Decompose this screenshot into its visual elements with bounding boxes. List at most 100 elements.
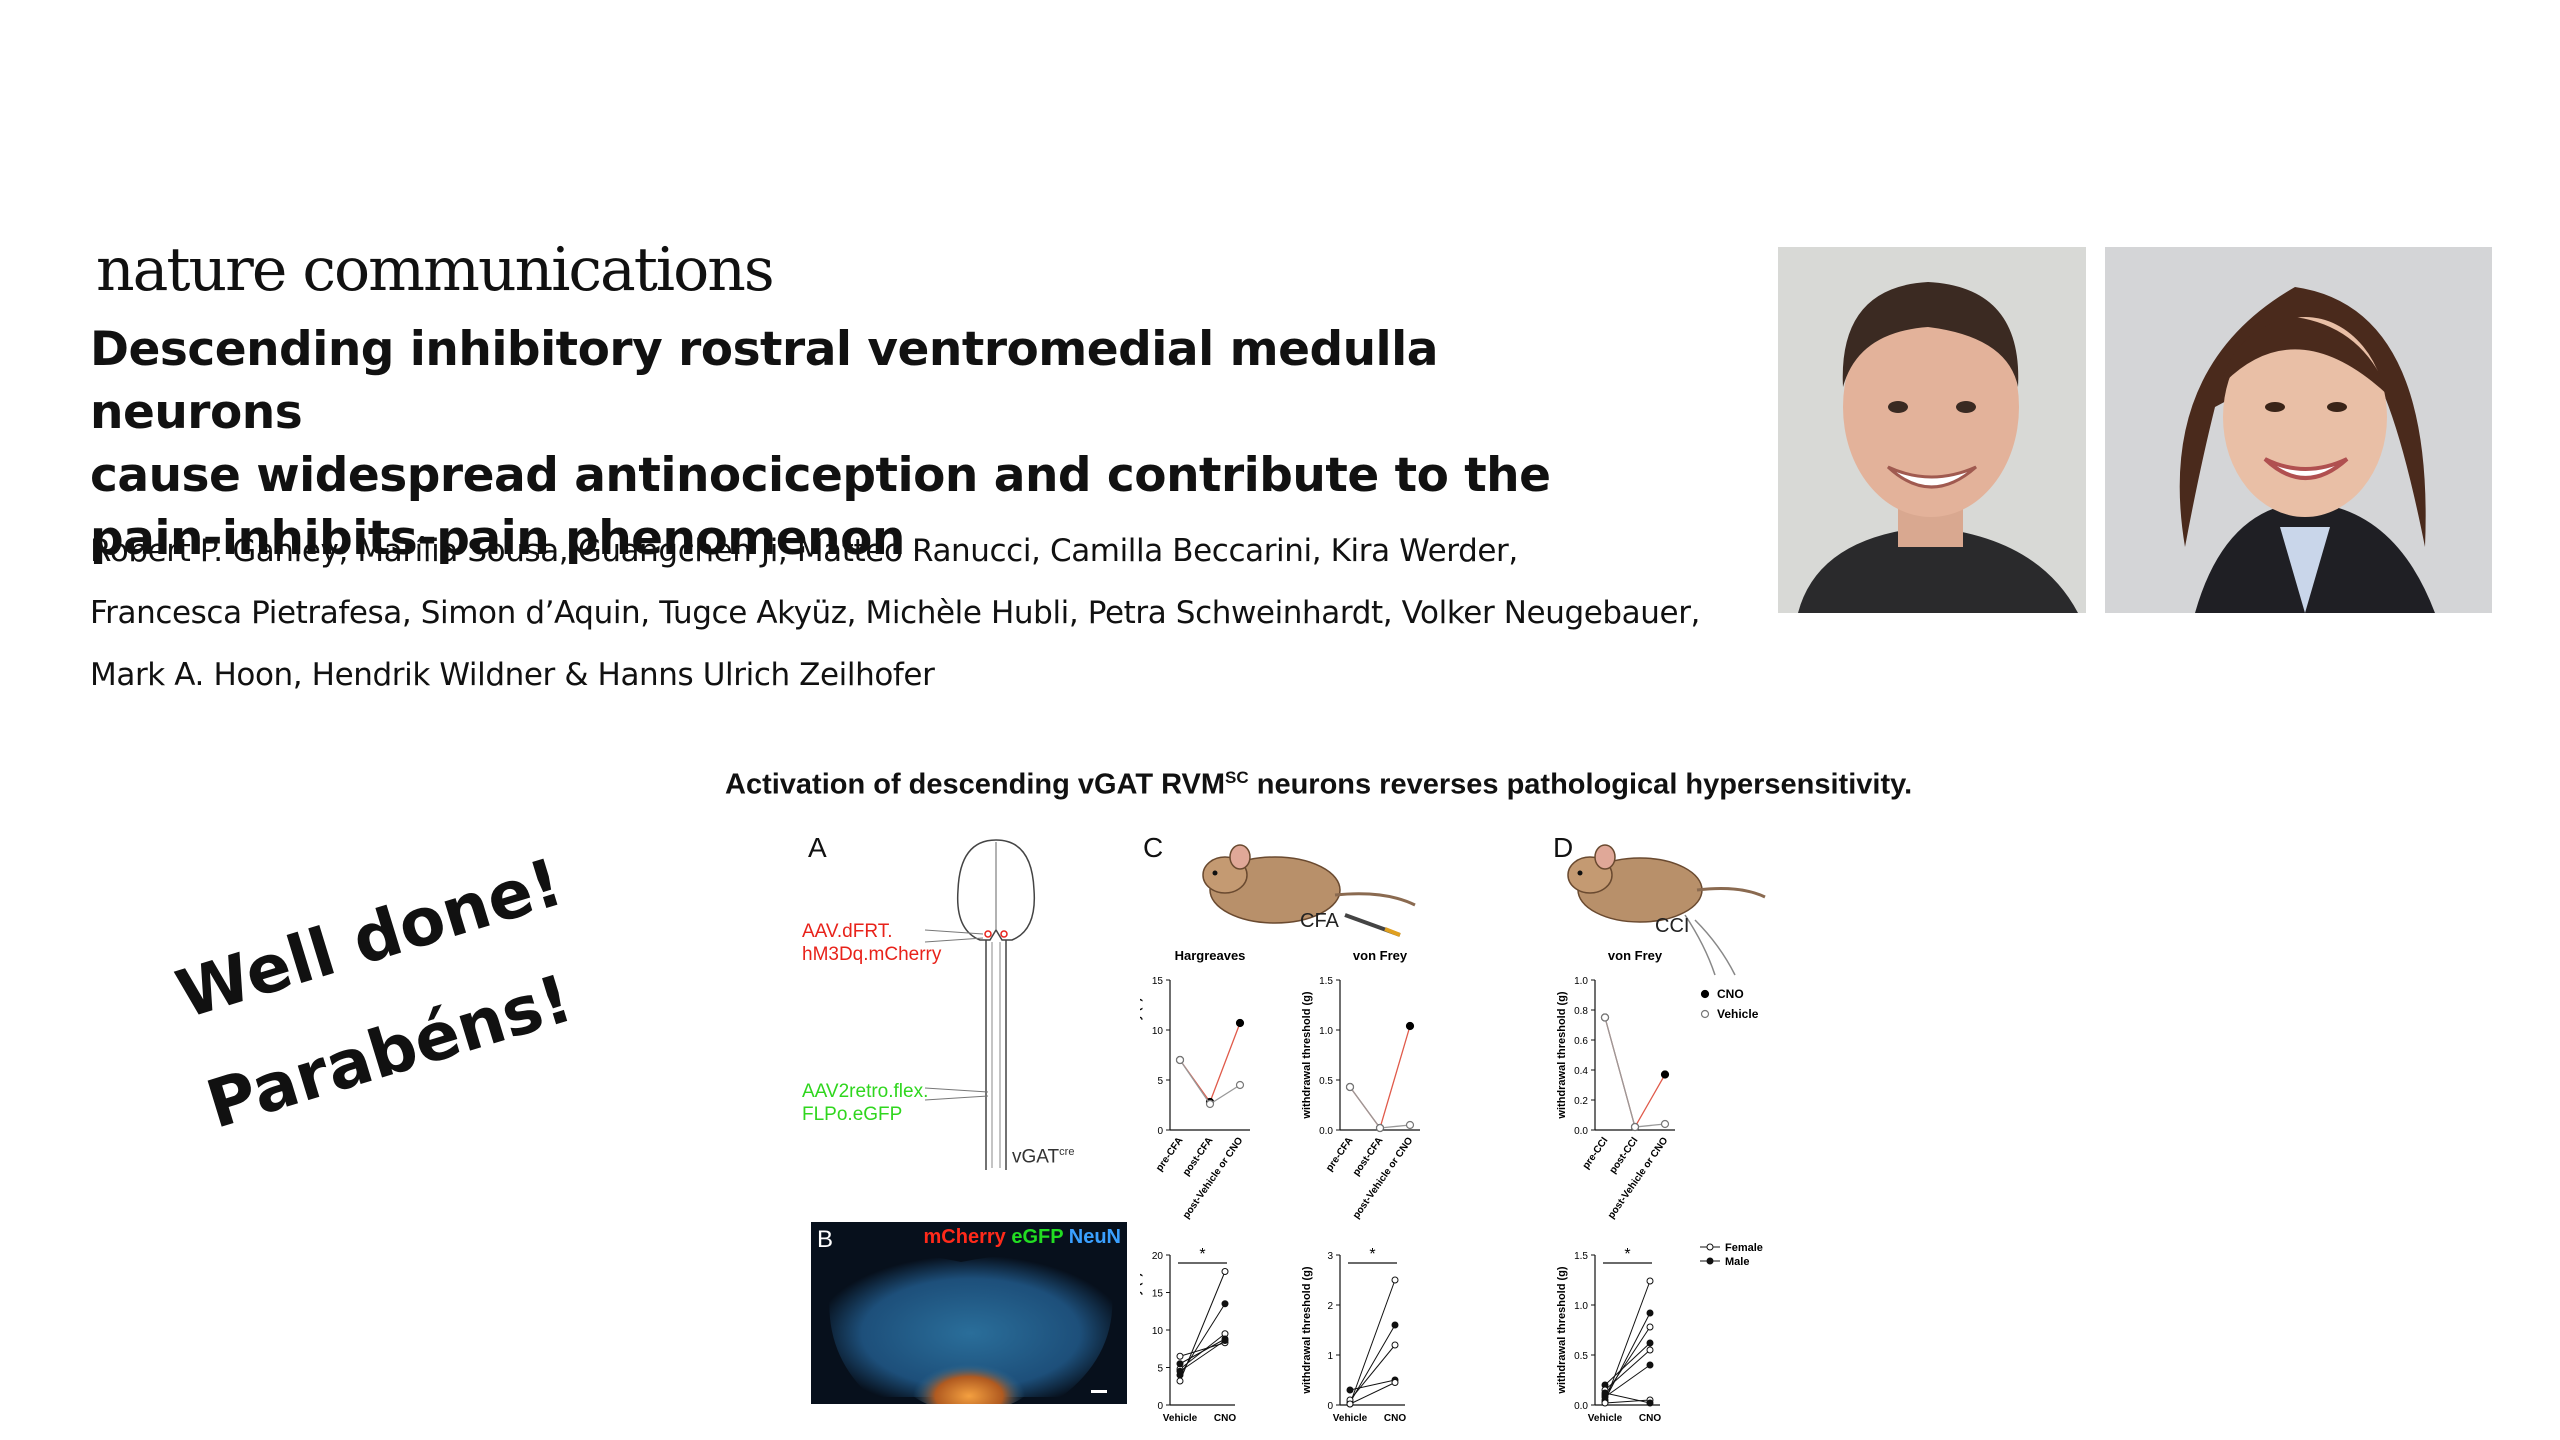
stain-egfp: eGFP: [1011, 1226, 1064, 1248]
series-line: [1604, 1017, 1666, 1129]
pair-line: [1604, 1349, 1651, 1391]
data-point: [1221, 1300, 1229, 1308]
panel-letter-d: D: [1553, 832, 1574, 863]
y-tick-label: 0.0: [1319, 1126, 1333, 1137]
y-axis-label: withdrawal latency (s): [1140, 998, 1143, 1114]
vgat-text: vGAT: [1012, 1146, 1060, 1168]
y-tick-label: 0.6: [1574, 1036, 1588, 1047]
y-axis-label: withdrawal threshold (g): [1301, 1266, 1313, 1394]
y-tick-label: 0.5: [1319, 1076, 1333, 1087]
data-point: [1235, 1018, 1245, 1028]
author-list: Robert P. Ganley, Marília Sousa, Guangch…: [90, 520, 1790, 706]
cfa-label: CFA: [1300, 910, 1339, 932]
x-tick-label: Vehicle: [1333, 1413, 1368, 1424]
x-tick-label: CNO: [1214, 1413, 1236, 1424]
chart-title: Hargreaves: [1175, 948, 1246, 963]
panel-letter-b: B: [817, 1226, 834, 1253]
x-tick-label: post-Vehicle or CNO: [1351, 1135, 1416, 1221]
chart-title: von Frey: [1608, 948, 1663, 963]
cci-label: CCI: [1655, 915, 1690, 937]
panel-a-brain-diagram: [924, 839, 1036, 1170]
data-point: [1405, 1120, 1415, 1130]
data-point: [1405, 1021, 1415, 1031]
pair-line: [1349, 1382, 1396, 1405]
author-line: Mark A. Hoon, Hendrik Wildner & Hanns Ul…: [90, 657, 935, 693]
pair-line: [1604, 1326, 1651, 1396]
data-point: [1601, 1399, 1609, 1407]
series-line: [1349, 1086, 1411, 1129]
portrait-man-image: [1778, 247, 2086, 613]
journal-name: nature communications: [96, 235, 775, 305]
figure-title-pre: Activation of descending vGAT RVM: [725, 768, 1226, 801]
legend-marker: [1706, 1243, 1714, 1251]
y-tick-label: 1: [1327, 1351, 1333, 1362]
x-tick-label: post-CCI: [1608, 1135, 1641, 1176]
data-point: [1646, 1309, 1654, 1317]
y-tick-label: 3: [1327, 1251, 1333, 1262]
x-tick-label: post-Vehicle or CNO: [1606, 1135, 1671, 1221]
panel-letter-a: A: [808, 832, 827, 863]
pair-line: [1604, 1392, 1651, 1404]
significance-star: *: [1199, 1246, 1205, 1263]
data-point: [1205, 1099, 1215, 1109]
panel-a-green-labels: AAV2retro.flex. FLPo.eGFP: [802, 1080, 928, 1126]
y-tick-label: 0.2: [1574, 1096, 1588, 1107]
mouse-illustration-cfa: [1202, 844, 1416, 937]
y-tick-label: 2: [1327, 1301, 1333, 1312]
y-tick-label: 1.5: [1574, 1251, 1588, 1262]
y-tick-label: 0.8: [1574, 1006, 1588, 1017]
title-line: cause widespread antinociception and con…: [90, 448, 1551, 503]
x-tick-label: pre-CFA: [1324, 1135, 1355, 1173]
y-tick-label: 10: [1152, 1326, 1164, 1337]
data-point: [1646, 1339, 1654, 1347]
pair-line: [1179, 1342, 1226, 1357]
panel-b-micrograph: B mCherry eGFP NeuN: [811, 1222, 1127, 1404]
y-axis-label: withdrawal threshold (g): [1556, 1266, 1568, 1394]
legend-label: Vehicle: [1717, 1007, 1759, 1021]
y-tick-label: 0: [1157, 1126, 1163, 1137]
label-vgat-cre: vGATcre: [1012, 1146, 1074, 1168]
y-tick-label: 1.0: [1574, 1301, 1588, 1312]
series-line: [1604, 1017, 1666, 1128]
y-axis-label: withdrawal threshold (g): [1301, 991, 1313, 1119]
pair-line: [1604, 1280, 1651, 1403]
data-point: [1346, 1400, 1354, 1408]
data-point: [1221, 1268, 1229, 1275]
panel-letter-c: C: [1143, 832, 1164, 863]
stain-mcherry: mCherry: [923, 1226, 1006, 1248]
portrait-photo-woman: [2105, 247, 2492, 613]
y-tick-label: 15: [1152, 1289, 1164, 1300]
legend-label: CNO: [1717, 987, 1744, 1001]
stain-neun: NeuN: [1068, 1226, 1121, 1248]
data-point: [1601, 1389, 1609, 1397]
legend-label: Male: [1725, 1256, 1749, 1268]
label-aav-dfrt: AAV.dFRT.: [802, 921, 893, 942]
legend-marker: [1700, 1009, 1710, 1019]
label-flpo: FLPo.eGFP: [802, 1104, 903, 1125]
y-tick-label: 1.5: [1319, 976, 1333, 987]
y-tick-label: 1.0: [1574, 976, 1588, 987]
legend-marker: [1700, 989, 1710, 999]
paper-title: Descending inhibitory rostral ventromedi…: [90, 318, 1630, 570]
panel-b-stain-legend: mCherry eGFP NeuN: [924, 1226, 1122, 1249]
y-tick-label: 5: [1157, 1076, 1163, 1087]
y-tick-label: 15: [1152, 976, 1164, 987]
y-axis-label: withdrawal latency (s): [1140, 1273, 1143, 1389]
y-tick-label: 10: [1152, 1026, 1164, 1037]
x-tick-label: pre-CCI: [1581, 1135, 1611, 1171]
pair-line: [1349, 1279, 1396, 1405]
title-line: pain-inhibits-pain phenomenon: [90, 511, 905, 566]
mouse-illustration-cci: [1567, 844, 1766, 976]
data-point: [1660, 1070, 1670, 1079]
y-tick-label: 0.0: [1574, 1401, 1588, 1412]
label-hm3dq: hM3Dq.mCherry: [802, 944, 942, 965]
data-point: [1175, 1055, 1185, 1065]
data-point: [1176, 1352, 1184, 1360]
data-point: [1646, 1361, 1654, 1369]
series-line: [1179, 1059, 1241, 1105]
significance-star: *: [1369, 1246, 1375, 1263]
series-line: [1349, 1025, 1411, 1130]
significance-star: *: [1624, 1246, 1630, 1263]
portrait-photo-man: [1778, 247, 2086, 613]
data-point: [1391, 1379, 1399, 1386]
